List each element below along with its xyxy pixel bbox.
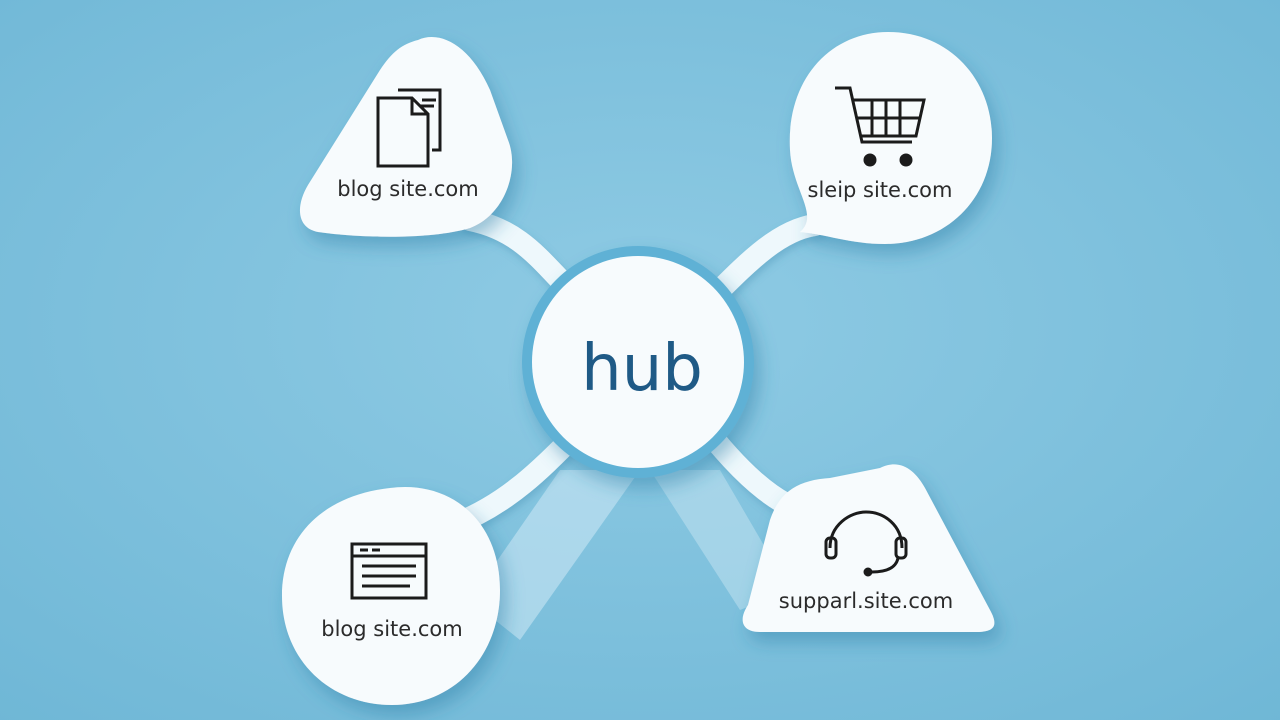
node-bottom-right-label: supparl.site.com bbox=[779, 589, 953, 613]
browser-window-icon bbox=[350, 542, 428, 600]
hub-label: hub bbox=[581, 332, 703, 406]
node-top-left: blog site.com bbox=[299, 37, 513, 237]
node-top-right: sleip site.com bbox=[789, 32, 992, 244]
document-icon bbox=[376, 88, 442, 168]
connector-top-right bbox=[704, 214, 826, 306]
node-bottom-left-label: blog site.com bbox=[321, 617, 462, 641]
node-top-right-shape bbox=[789, 32, 992, 244]
node-bottom-right: supparl.site.com bbox=[742, 464, 995, 632]
node-bottom-left: blog site.com bbox=[282, 486, 500, 705]
connector-bottom-left bbox=[454, 429, 581, 531]
connector-shadow-right bbox=[650, 470, 790, 610]
headset-icon bbox=[824, 510, 908, 577]
hub-node bbox=[522, 246, 754, 478]
node-top-left-label: blog site.com bbox=[337, 177, 478, 201]
node-top-left-shape bbox=[299, 37, 513, 237]
node-bottom-left-shape bbox=[282, 486, 500, 705]
node-top-right-label: sleip site.com bbox=[808, 178, 953, 202]
node-bottom-right-shape bbox=[742, 464, 995, 632]
connector-shadow-left bbox=[470, 470, 640, 640]
shopping-cart-icon bbox=[835, 86, 926, 167]
